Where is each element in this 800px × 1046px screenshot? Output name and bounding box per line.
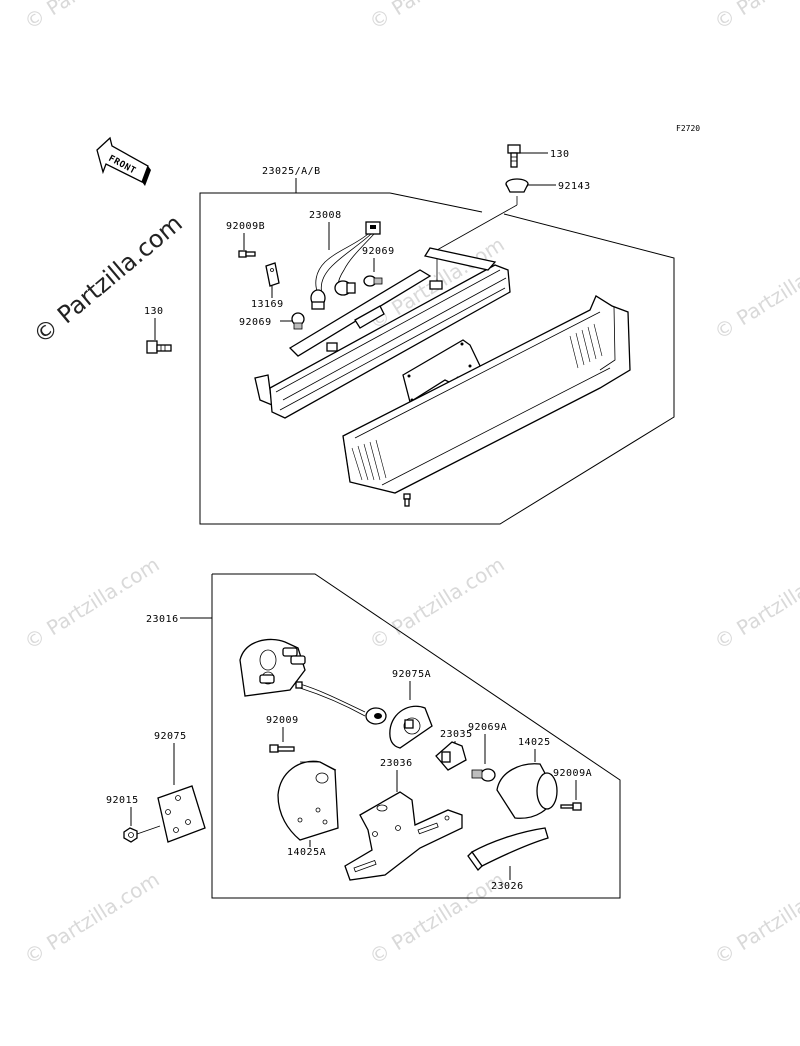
bracket-23035	[435, 741, 467, 771]
lamp-housing-14025	[496, 763, 558, 819]
front-arrow-icon: FRONT	[96, 136, 151, 186]
bulb-92069-upper	[363, 275, 383, 287]
label-92009b: 92009B	[226, 221, 265, 232]
label-92075a: 92075A	[392, 669, 431, 680]
bolt-130-left	[146, 340, 172, 354]
bottom-assembly-frame	[211, 573, 621, 899]
stay-23036	[344, 791, 463, 881]
washer-92143	[505, 178, 529, 193]
screw-lens-bottom	[403, 493, 411, 507]
label-92009a: 92009A	[553, 768, 592, 779]
band-23026	[467, 827, 549, 872]
label-13169: 13169	[251, 299, 284, 310]
lamp-case	[239, 638, 306, 697]
watermark-large: © Partzilla.com	[28, 209, 188, 349]
label-14025: 14025	[518, 737, 551, 748]
wire-lead	[299, 683, 366, 713]
label-23036: 23036	[380, 758, 413, 769]
label-23035: 23035	[440, 729, 473, 740]
wire-harness-23008	[310, 221, 381, 310]
label-92075: 92075	[154, 731, 187, 742]
label-92069-lower: 92069	[239, 317, 272, 328]
watermark: © Partzilla.com	[710, 552, 800, 654]
bolt-130-top	[507, 144, 521, 168]
label-23026: 23026	[491, 881, 524, 892]
label-130-top: 130	[550, 149, 570, 160]
cover-14025a	[277, 760, 339, 841]
screw-92009b	[238, 250, 256, 258]
label-23008: 23008	[309, 210, 342, 221]
top-assembly-frame	[199, 192, 675, 525]
label-92143: 92143	[558, 181, 591, 192]
nut-92015	[123, 825, 161, 843]
watermark: © Partzilla.com	[365, 552, 509, 654]
label-23025-a-b: 23025/A/B	[262, 166, 321, 177]
tail-lamp-lens	[342, 295, 631, 494]
label-92009: 92009	[266, 715, 299, 726]
label-92015: 92015	[106, 795, 139, 806]
bottom-assembly: 23016 92075A 92009	[146, 573, 621, 899]
watermark: © Partzilla.com	[710, 0, 800, 34]
tail-lamp-base	[254, 247, 511, 419]
diagram-code: F2720	[676, 124, 700, 133]
watermark: © Partzilla.com	[20, 552, 164, 654]
screw-92009	[269, 744, 295, 753]
watermark: © Partzilla.com	[710, 867, 800, 969]
label-92069a: 92069A	[468, 722, 507, 733]
watermark: © Partzilla.com	[20, 0, 164, 34]
screw-92009a	[560, 802, 582, 811]
reflector-92075	[157, 785, 206, 843]
label-130-left: 130	[144, 306, 164, 317]
watermark: © Partzilla.com	[20, 867, 164, 969]
socket-assembly	[365, 707, 387, 725]
label-14025a: 14025A	[287, 847, 326, 858]
bulb-92069-lower	[291, 312, 305, 330]
top-assembly: 23025/A/B 130 92143 130	[144, 144, 675, 525]
watermark: © Partzilla.com	[365, 0, 509, 34]
plate-13169	[265, 262, 280, 287]
label-92069-upper: 92069	[362, 246, 395, 257]
watermark: © Partzilla.com	[710, 242, 800, 344]
watermark: © Partzilla.com	[365, 867, 509, 969]
socket-92075a	[389, 705, 433, 749]
label-23016: 23016	[146, 614, 179, 625]
bulb-92069a	[471, 768, 496, 782]
